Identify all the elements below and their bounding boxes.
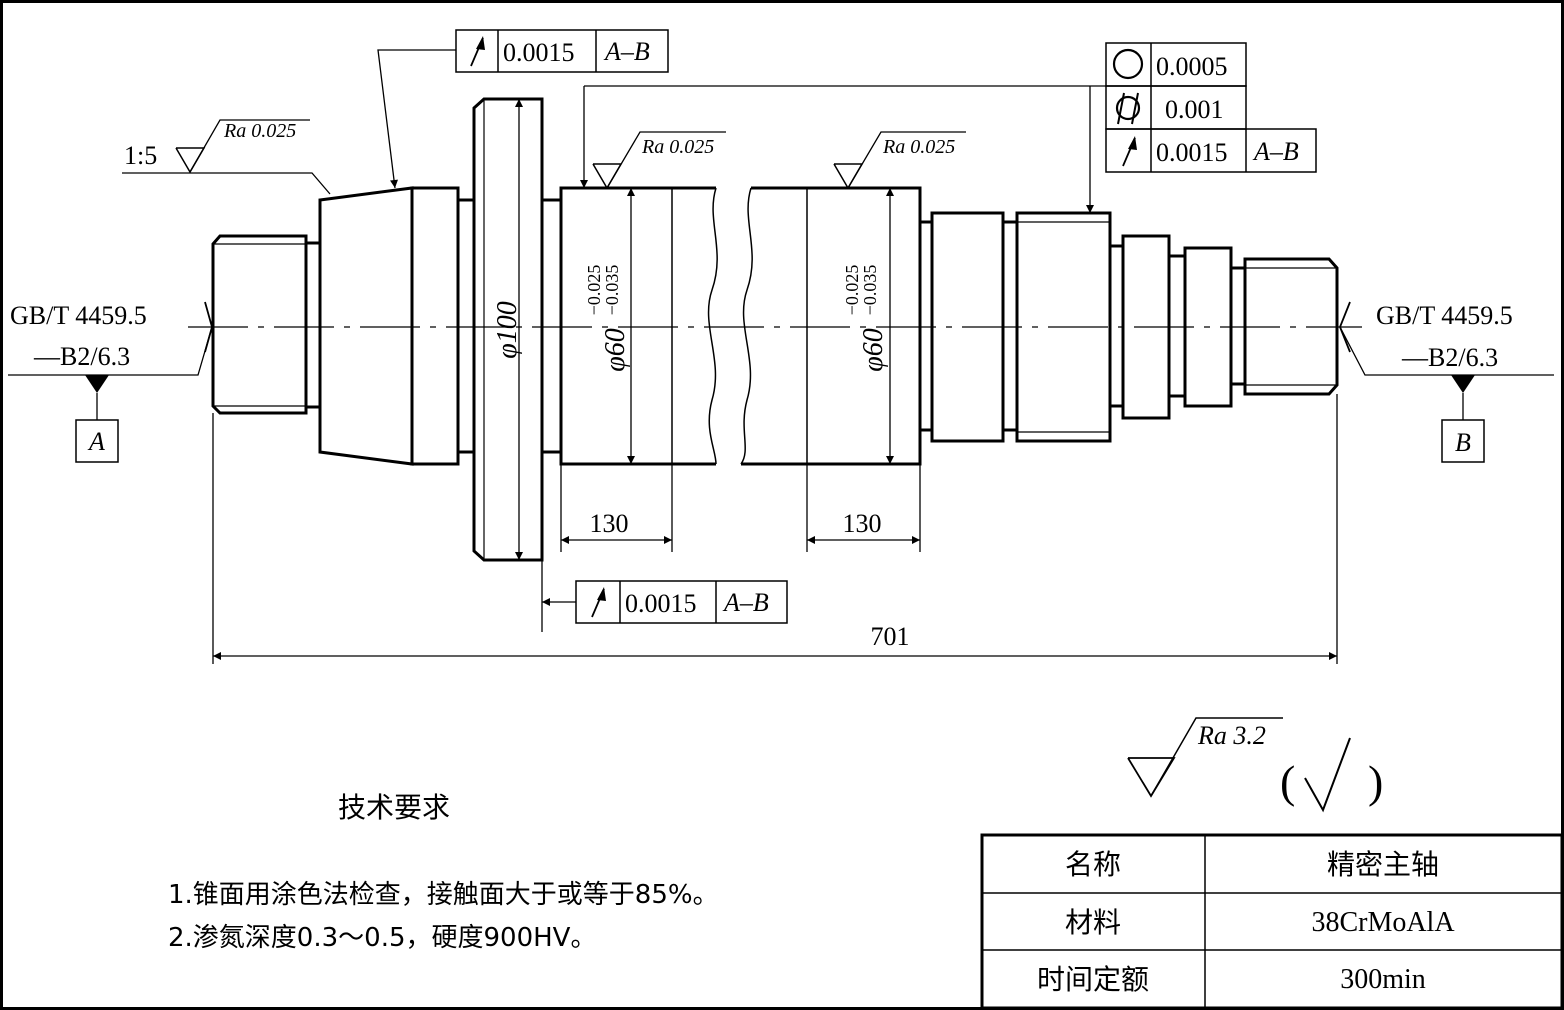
length-dim-701: 701 [212,394,1338,664]
datum-b-label: B [1455,428,1471,457]
tech-req-item-1: 1.锥面用涂色法检查，接触面大于或等于85%。 [168,880,719,910]
journal-1-tol-upper: −0.025 [584,265,604,316]
general-paren-open: ( [1280,756,1295,807]
total-length-label: 701 [871,622,910,651]
general-roughness: Ra 3.2 ( ) [1127,717,1383,813]
right-std-line1: GB/T 4459.5 [1376,301,1513,330]
datum-b-box [1441,419,1485,463]
taper-annotation: 1:5 Ra 0.025 [122,119,331,195]
fcf-bottom: 0.0015 A–B [541,560,788,632]
break-lines [707,187,753,465]
fcf-top-left: 0.0015 A–B [377,29,669,189]
flange-dia-label: φ100 [492,301,523,359]
general-ra-label: Ra 3.2 [1197,721,1266,750]
ra-journal-1-label: Ra 0.025 [641,136,714,158]
roughness-symbol-journal-1: Ra 0.025 [592,131,726,190]
journal-2-diameter-dim: φ60 −0.025 −0.035 [842,188,894,464]
fcf-right-value-3: 0.0015 [1156,138,1228,167]
title-value-name: 精密主轴 [1327,848,1439,881]
runout-icon [470,36,485,67]
check-icon [1304,737,1351,813]
shaft-outline [211,97,1339,562]
runout-icon [1122,136,1137,167]
journal-1-tol-lower: −0.035 [602,265,622,316]
fcf-right-stack: 0.0005 0.001 0.0015 A–B [580,42,1317,213]
center-hole-left: GB/T 4459.5 —B2/6.3 A [8,301,213,463]
datum-a-label: A [87,427,105,456]
title-label-time: 时间定额 [1037,963,1149,996]
flange-diameter-dim: φ100 [492,99,523,560]
taper-ratio-label: 1:5 [124,141,157,170]
taper-roughness-label: Ra 0.025 [223,120,296,142]
right-std-line2: —B2/6.3 [1401,343,1498,372]
title-label-name: 名称 [1065,848,1121,881]
roughness-symbol-journal-2: Ra 0.025 [833,131,966,190]
technical-requirements: 技术要求 1.锥面用涂色法检查，接触面大于或等于85%。 2.渗氮深度0.3～0… [168,791,719,953]
tech-req-item-2: 2.渗氮深度0.3～0.5，硬度900HV。 [168,923,596,953]
fcf-top-left-value: 0.0015 [503,38,575,67]
fcf-right-value-2: 0.001 [1165,95,1224,124]
datum-b-triangle [1451,375,1475,393]
fcf-right-value-1: 0.0005 [1156,52,1228,81]
len-2-label: 130 [843,509,882,538]
fcf-bottom-value: 0.0015 [625,589,697,618]
general-paren-close: ) [1368,756,1383,807]
journal-1-dia-label: φ60 [600,328,631,372]
title-label-material: 材料 [1065,906,1121,939]
length-dim-130-left: 130 [560,464,673,552]
fcf-bottom-datum: A–B [722,588,769,617]
journal-2-tol-upper: −0.025 [842,265,862,316]
left-std-line1: GB/T 4459.5 [10,301,147,330]
tech-req-title: 技术要求 [338,791,450,824]
title-value-material: 38CrMoAlA [1311,907,1455,938]
datum-a-triangle [85,375,109,393]
journal-1-diameter-dim: φ60 −0.025 −0.035 [584,188,635,464]
roundness-icon [1112,48,1144,80]
runout-icon [591,587,606,618]
title-block: 名称 精密主轴 材料 38CrMoAlA 时间定额 300min [980,833,1564,1010]
cylindricity-icon [1115,92,1141,125]
center-hole-right: GB/T 4459.5 —B2/6.3 B [1339,301,1554,463]
fcf-top-left-datum: A–B [603,37,650,66]
title-value-time: 300min [1340,964,1426,995]
len-1-label: 130 [590,509,629,538]
journal-2-tol-lower: −0.035 [860,265,880,316]
length-dim-130-right: 130 [806,464,921,552]
left-std-line2: —B2/6.3 [33,342,130,371]
fcf-right-datum: A–B [1252,137,1299,166]
ra-journal-2-label: Ra 0.025 [882,136,955,158]
datum-a-box [75,419,119,463]
journal-2-dia-label: φ60 [858,328,889,372]
